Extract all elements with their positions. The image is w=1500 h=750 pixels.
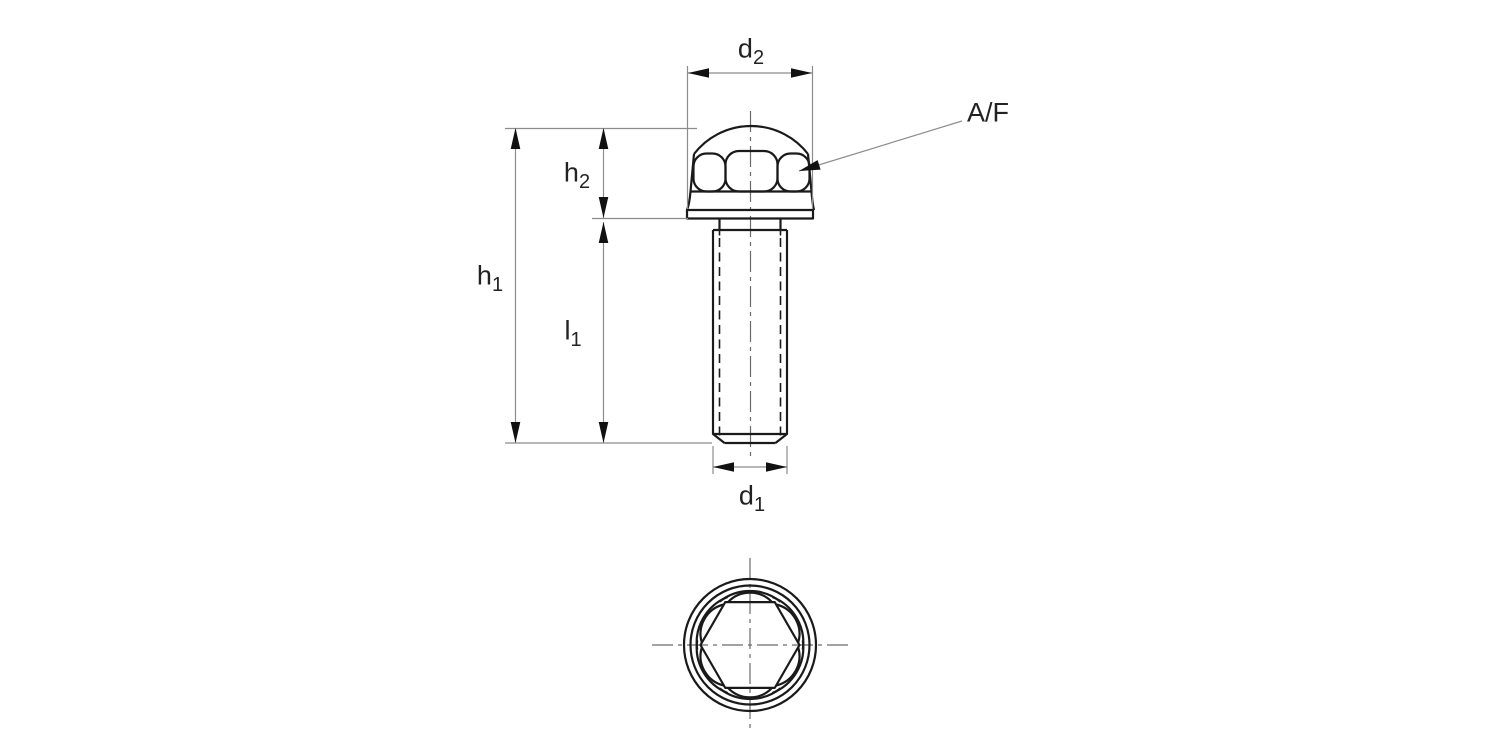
af-leader-line	[798, 120, 963, 172]
label-af: A/F	[966, 97, 1010, 128]
hex-flat-center	[724, 149, 779, 193]
d2-arrow-right-icon	[791, 68, 812, 78]
af-leader-arrow-icon	[799, 160, 821, 171]
label-l1-base: l	[564, 315, 571, 346]
label-h1-sub: 1	[491, 273, 504, 296]
label-h2: h2	[563, 157, 590, 192]
label-af-text: A/F	[966, 97, 1010, 128]
label-d2-sub: 2	[752, 46, 765, 69]
dome-arc	[693, 124, 809, 155]
washer-outer-circle	[682, 577, 818, 713]
hex-flats	[692, 149, 811, 193]
hex-flat-left	[692, 152, 727, 193]
h1-arrow-bottom-icon	[510, 422, 521, 443]
crest-arc	[727, 687, 773, 699]
washer-face	[685, 208, 815, 220]
l1-arrow-top-icon	[598, 222, 609, 243]
dome-face-crest-arcs	[699, 591, 801, 699]
shank-left-edge	[711, 230, 726, 444]
petal-arc	[771, 640, 805, 695]
label-d2-base: d	[737, 33, 753, 64]
crest-arc	[775, 647, 801, 687]
h1-arrow-top-icon	[510, 128, 521, 149]
dome-face-petal-arcs	[695, 589, 805, 701]
head-left-edge	[689, 153, 696, 192]
threaded-shank	[711, 228, 789, 445]
h2-arrow-top-icon	[598, 128, 609, 149]
shank-right-edge	[774, 230, 789, 444]
arrowheads	[510, 68, 821, 472]
label-d1: d1	[738, 480, 765, 515]
neck	[718, 218, 782, 230]
label-h1-base: h	[476, 260, 492, 291]
label-d1-base: d	[738, 480, 754, 511]
label-h1: h1	[476, 260, 503, 295]
side-view	[505, 66, 963, 474]
label-h2-sub: 2	[578, 170, 591, 193]
plan-view	[652, 558, 848, 733]
crest-arc	[775, 603, 801, 643]
label-l1: l1	[564, 315, 581, 350]
d1-arrow-right-icon	[766, 462, 787, 472]
label-d2: d2	[737, 33, 764, 68]
crest-arc	[699, 647, 725, 687]
crest-arc	[699, 603, 725, 643]
label-l1-sub: 1	[570, 328, 582, 351]
l1-arrow-bottom-icon	[598, 422, 609, 443]
label-h2-base: h	[563, 157, 579, 188]
h2-arrow-bottom-icon	[598, 197, 609, 218]
flange-circle	[689, 584, 811, 706]
hex-flat-right	[776, 152, 811, 193]
label-d1-sub: 1	[753, 493, 766, 516]
d1-arrow-left-icon	[713, 462, 734, 472]
hexagon-outline	[699, 601, 801, 689]
crest-arc	[727, 591, 773, 603]
d2-arrow-left-icon	[688, 68, 709, 78]
